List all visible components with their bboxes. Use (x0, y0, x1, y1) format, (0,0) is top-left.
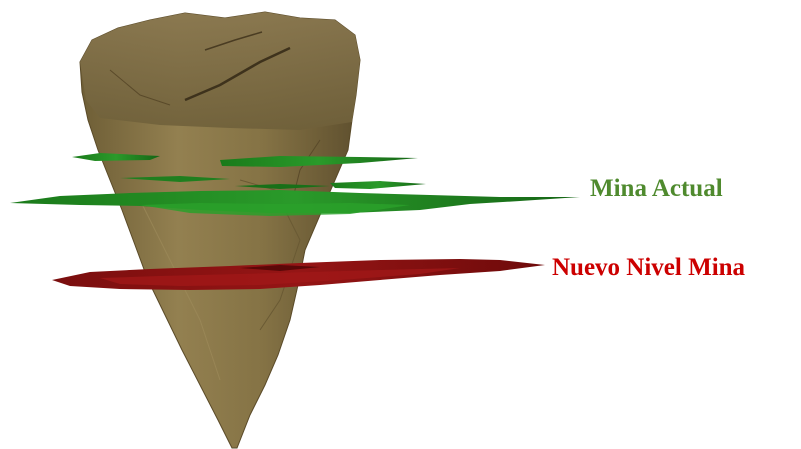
current-mine-layer (330, 181, 426, 189)
new-level-label: Nuevo Nivel Mina (552, 255, 745, 280)
orebody (80, 12, 360, 448)
current-mine-label: Mina Actual (590, 176, 723, 201)
orebody-top (80, 12, 360, 130)
new-level-layers (52, 259, 545, 290)
